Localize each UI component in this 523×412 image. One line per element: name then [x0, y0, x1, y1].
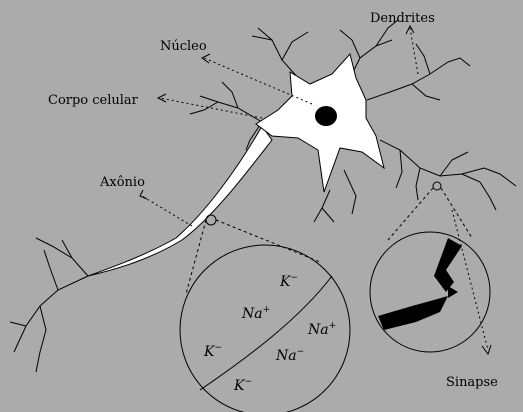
synapse-zoom-line-right: [441, 188, 472, 238]
axon-zoom-line-right: [216, 220, 320, 262]
ion-na-minus: Na−: [275, 347, 304, 364]
synapse-zoom-circle: [370, 232, 490, 352]
ion-k-top: K−: [279, 273, 298, 290]
nucleus-shape: [315, 106, 337, 126]
label-cell-body: Corpo celular: [48, 93, 139, 108]
vesicle-mark: [448, 286, 458, 298]
presynaptic-terminal: [434, 238, 462, 292]
postsynaptic-terminal: [378, 296, 448, 330]
ion-na-plus-right: Na+: [307, 321, 336, 338]
label-axon: Axônio: [99, 175, 145, 190]
synapse-zoom: [370, 182, 490, 352]
ion-k-bottom: K−: [233, 377, 252, 394]
ion-k-left: K−: [203, 343, 222, 360]
synapse-zoom-marker: [433, 182, 441, 190]
label-synapse: Sinapse: [446, 375, 498, 390]
axon-shape: [88, 126, 272, 276]
label-nucleus: Núcleo: [160, 39, 207, 54]
ion-na-plus-left: Na+: [241, 305, 270, 322]
axon-zoom-marker: [206, 215, 216, 225]
dendrite-branches: [10, 20, 516, 372]
label-dendrites: Dendrites: [370, 11, 435, 26]
